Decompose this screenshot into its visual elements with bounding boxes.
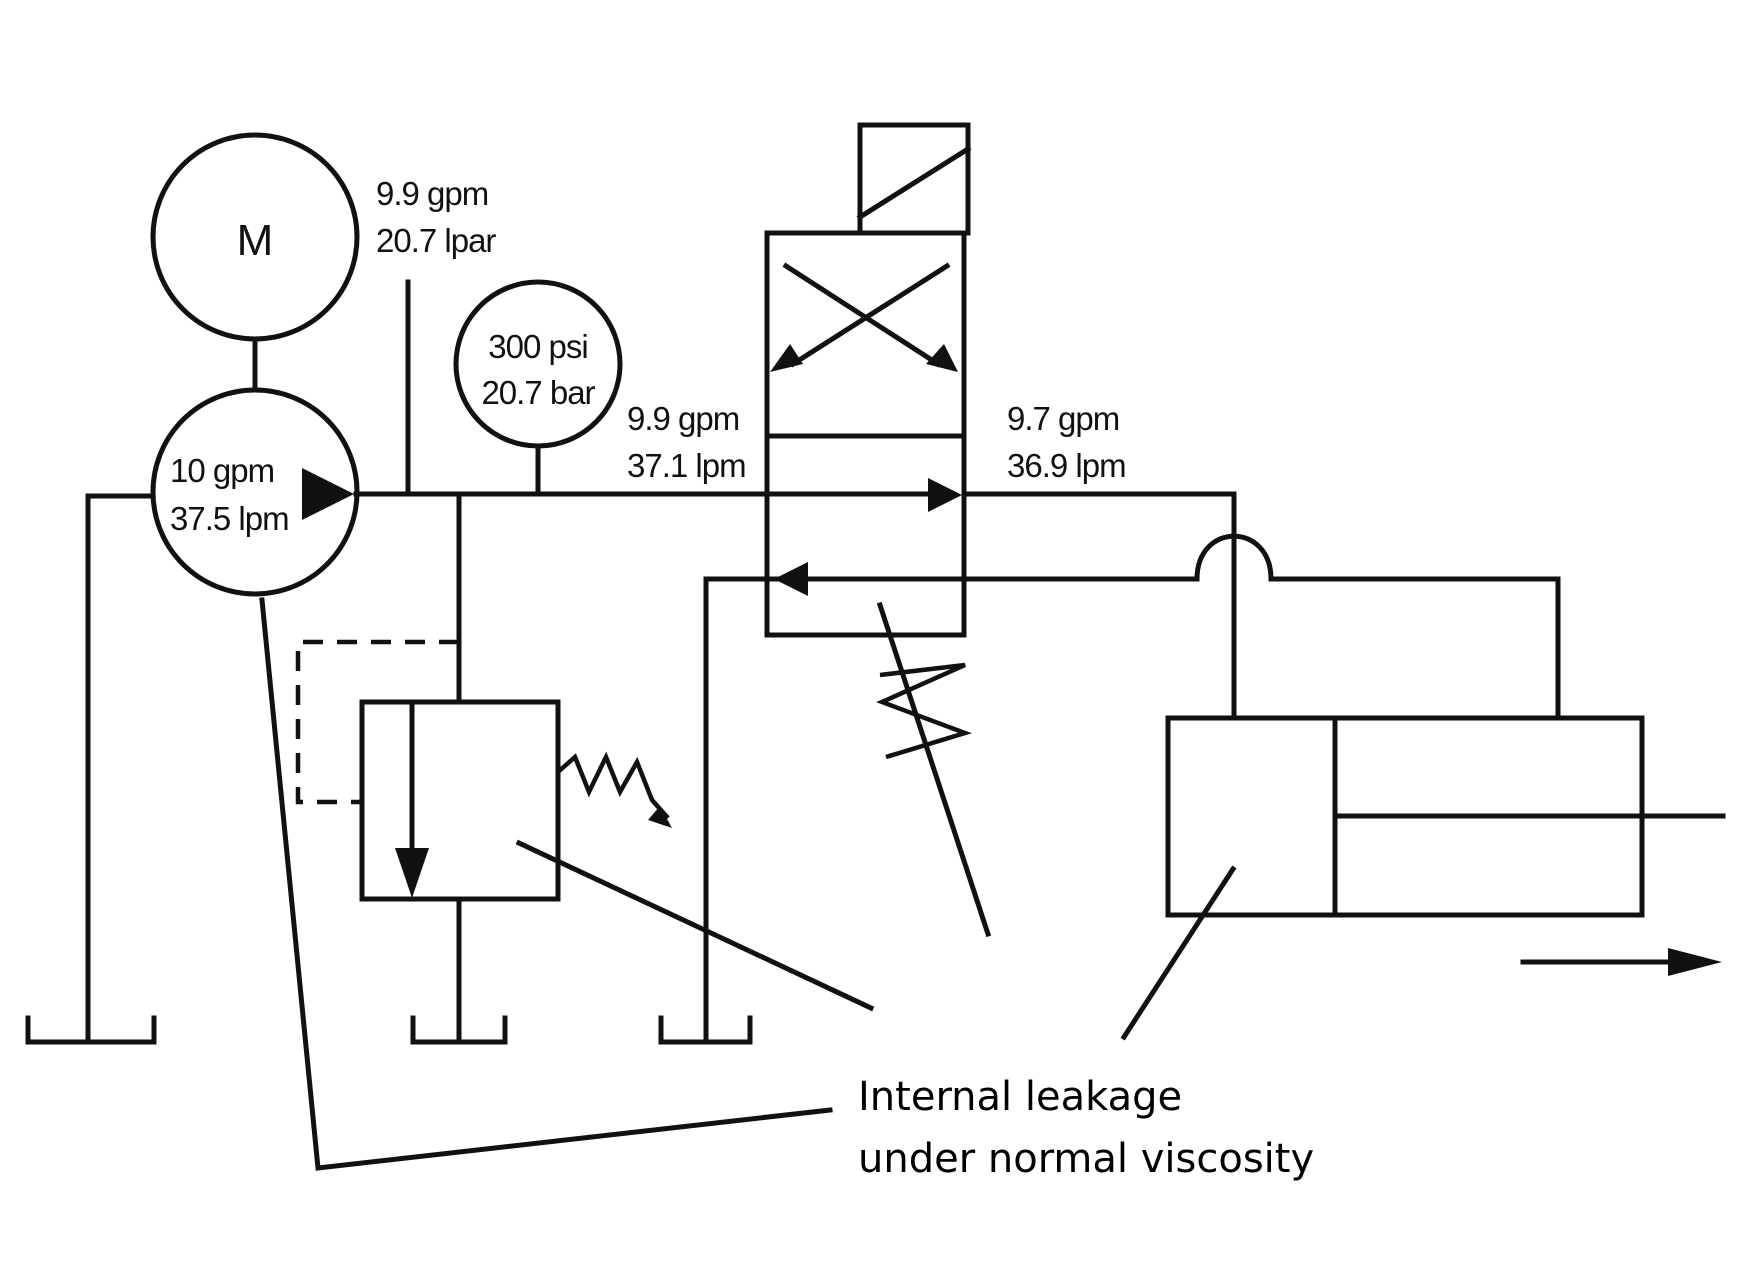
pump-outlet-lpar: 20.7 lpar: [376, 222, 496, 259]
cylinder-supply-line: [961, 491, 1237, 721]
line-crossover-hump: [1194, 533, 1274, 582]
leader-line-cylinder: [1120, 865, 1237, 1041]
directional-control-valve: [764, 122, 973, 760]
pressure-gauge: 300 psi 20.7 bar: [453, 279, 623, 497]
tank-1-icon: [25, 1015, 157, 1045]
valve-inlet-lpm: 37.1 lpm: [627, 447, 746, 484]
relief-spring-icon: [556, 751, 670, 820]
annotation-line-1: Internal leakage: [858, 1074, 1182, 1120]
pump-outlet-arrow-icon: [302, 468, 354, 520]
electric-motor: M: [150, 132, 360, 342]
crossed-flow-arrow-1: [789, 262, 951, 368]
valve-return-spring-icon: [876, 662, 973, 760]
cylinder-return-line: [1268, 576, 1561, 721]
hydraulic-pump: 10 gpm 37.5 lpm: [150, 387, 360, 597]
tank-2-icon: [410, 1015, 508, 1045]
leader-line-valve: [876, 601, 992, 938]
return-line: [703, 576, 1200, 1043]
valve-inlet-gpm: 9.9 gpm: [627, 400, 739, 437]
pump-suction-line: [85, 493, 156, 1043]
pump-outlet-gpm: 9.9 gpm: [376, 175, 488, 212]
valve-pressure-arrow-icon: [928, 478, 962, 512]
hydraulic-cylinder: [1165, 715, 1726, 918]
annotation-line-2: under normal viscosity: [858, 1136, 1314, 1182]
pressure-relief-valve: [359, 699, 672, 902]
valve-outlet-lpm: 36.9 lpm: [1007, 447, 1126, 484]
tank-3-icon: [658, 1015, 753, 1045]
gauge-psi: 300 psi: [488, 328, 587, 365]
relief-pilot-line: [295, 639, 459, 805]
gauge-bar: 20.7 bar: [481, 374, 595, 411]
pump-flow-gpm: 10 gpm: [170, 452, 274, 489]
crossed-flow-arrow-2: [782, 262, 942, 368]
relief-flow-arrow-icon: [395, 848, 429, 898]
leader-line-relief: [515, 839, 875, 1012]
pump-flow-lpm: 37.5 lpm: [170, 500, 289, 537]
extension-arrow-icon: [1668, 948, 1722, 976]
solenoid-actuator: [857, 122, 971, 236]
motor-label: M: [237, 216, 274, 265]
leader-line-pump: [259, 597, 833, 1171]
valve-outlet-gpm: 9.7 gpm: [1007, 400, 1119, 437]
